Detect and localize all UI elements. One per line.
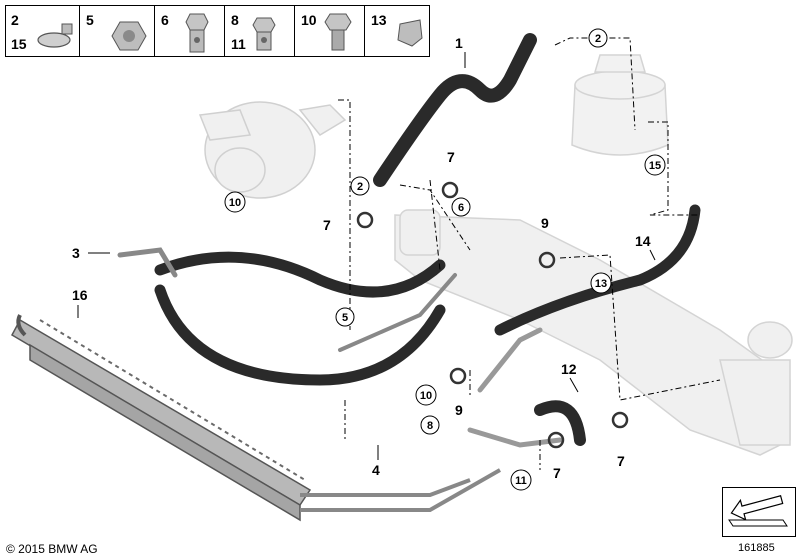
callout-9: 9 (541, 215, 549, 231)
svg-text:11: 11 (515, 475, 527, 487)
legend-icons (37, 13, 423, 53)
legend-number: 5 (86, 12, 94, 28)
circled-13: 13 (590, 272, 612, 294)
legend-cell-10: 10 (295, 5, 365, 57)
copyright-text: © 2015 BMW AG (6, 542, 98, 556)
callout-7: 7 (447, 149, 455, 165)
o-rings (356, 181, 629, 449)
svg-text:10: 10 (229, 197, 241, 209)
parts-legend: 2 15 5 6 8 11 10 13 (5, 5, 430, 57)
svg-text:10: 10 (420, 390, 432, 402)
steering-gear-ghost (394, 209, 793, 456)
circled-10a: 10 (224, 191, 246, 213)
legend-number: 10 (301, 12, 317, 28)
callout-4: 4 (372, 462, 380, 478)
hose-clamp-icon (37, 23, 73, 48)
svg-text:2: 2 (357, 181, 363, 193)
svg-text:5: 5 (342, 312, 348, 324)
svg-text:2: 2 (595, 33, 601, 45)
callout-14: 14 (635, 233, 651, 249)
callout-3: 3 (72, 245, 80, 261)
hex-bolt-icon (324, 13, 352, 51)
circled-5: 5 (335, 307, 355, 327)
legend-number: 6 (161, 12, 169, 28)
circled-8: 8 (420, 415, 440, 435)
legend-number: 11 (231, 36, 246, 52)
circled-6: 6 (451, 197, 471, 217)
svg-text:13: 13 (595, 278, 607, 290)
oil-cooler (11, 314, 501, 522)
circled-numbers: 2 2 5 6 8 10 10 11 13 15 (224, 28, 666, 491)
circled-15: 15 (644, 154, 666, 176)
legend-cell-8-11: 8 11 (225, 5, 295, 57)
svg-text:15: 15 (649, 160, 661, 172)
legend-cell-5: 5 (80, 5, 155, 57)
svg-text:8: 8 (427, 420, 433, 432)
svg-text:6: 6 (458, 202, 464, 214)
legend-cell-2-15: 2 15 (5, 5, 80, 57)
callout-7: 7 (617, 453, 625, 469)
orientation-box (722, 487, 796, 537)
callout-12: 12 (561, 361, 577, 377)
hoses (117, 33, 701, 448)
callout-7: 7 (553, 465, 561, 481)
legend-cell-13: 13 (365, 5, 430, 57)
banjo-bolt-icon (185, 13, 209, 53)
callout-numbers: 1 3 4 7 7 7 7 9 9 12 14 16 (72, 35, 656, 481)
pump-ghost (198, 101, 347, 199)
legend-number: 8 (231, 12, 239, 28)
legend-number: 13 (371, 12, 387, 28)
circled-2b: 2 (350, 176, 370, 196)
circled-10b: 10 (415, 384, 437, 406)
banjo-bolt-small-icon (252, 17, 276, 51)
circled-2a: 2 (588, 28, 608, 48)
legend-cell-6: 6 (155, 5, 225, 57)
reference-number: 161885 (738, 542, 775, 554)
hex-nut-icon (111, 21, 147, 51)
callout-9: 9 (455, 402, 463, 418)
reservoir-ghost (571, 54, 669, 156)
callout-16: 16 (72, 287, 88, 303)
legend-number: 15 (11, 36, 27, 52)
legend-number: 2 (11, 12, 19, 28)
retaining-clip-icon (397, 19, 423, 47)
circled-11: 11 (510, 469, 532, 491)
direction-arrow-icon (728, 494, 788, 527)
callout-7: 7 (323, 217, 331, 233)
callout-1: 1 (455, 35, 463, 51)
